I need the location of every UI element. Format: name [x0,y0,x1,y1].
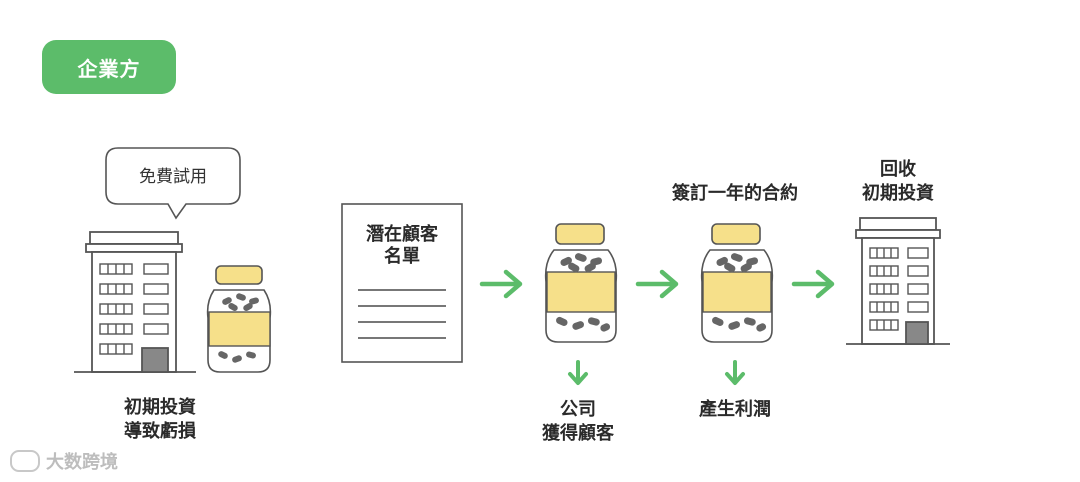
recover-investment-label: 回收 初期投資 [838,158,958,206]
building-right-icon [846,217,950,345]
list-title: 潛在顧客 名單 [342,224,462,268]
arrow-right-icon [635,269,679,299]
arrow-right-icon [479,269,523,299]
company-line2: 獲得顧客 [542,423,614,444]
company-side-tag: 企業方 [42,40,176,94]
company-gains-customers-label: 公司 獲得顧客 [518,398,638,446]
speech-bubble [105,147,241,220]
arrow-right-icon [791,269,835,299]
pill-jar-small-icon [206,265,272,373]
watermark-logo-icon [10,450,40,472]
initial-investment-loss-label: 初期投資 導致虧損 [90,396,230,444]
arrow-down-icon [568,360,588,385]
recover-line1: 回收 [880,159,916,180]
initial-investment-line1: 初期投資 [124,397,196,418]
pill-jar-icon [700,223,774,343]
profit-label: 產生利潤 [699,399,771,420]
initial-investment-line2: 導致虧損 [124,421,196,442]
pill-jar-icon [544,223,618,343]
list-document-icon [341,203,463,363]
arrow-down-icon [725,360,745,385]
company-line1: 公司 [560,399,596,420]
contract-label: 簽訂一年的合約 [672,183,798,204]
recover-line2: 初期投資 [862,183,934,204]
list-title-line1: 潛在顧客 [366,224,438,245]
building-left-icon [74,231,196,373]
watermark: 大数跨境 [10,448,118,474]
watermark-text: 大数跨境 [46,452,118,473]
list-title-line2: 名單 [384,246,420,267]
free-trial-bubble-text: 免費試用 [139,167,207,187]
